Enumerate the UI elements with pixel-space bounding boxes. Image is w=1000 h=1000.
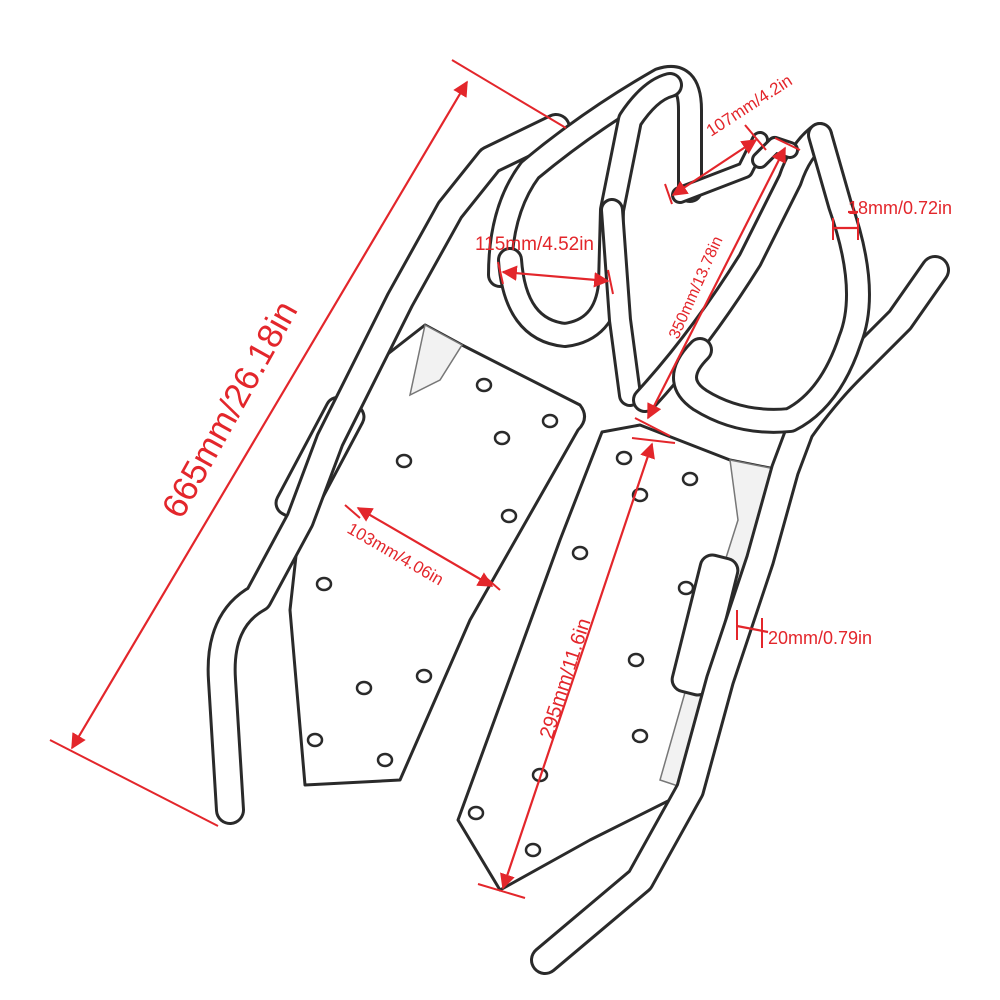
loop-width-label: 115mm/4.52in	[475, 234, 594, 255]
tube-diameter-top-label: 18mm/0.72in	[848, 198, 952, 218]
dimension-tube-diameter-side: 20mm/0.79in	[736, 610, 872, 648]
dimension-tube-diameter-top: 18mm/0.72in	[832, 198, 952, 240]
tube-diameter-side-label: 20mm/0.79in	[768, 628, 872, 648]
dimension-loop-width: 115mm/4.52in	[475, 234, 614, 295]
